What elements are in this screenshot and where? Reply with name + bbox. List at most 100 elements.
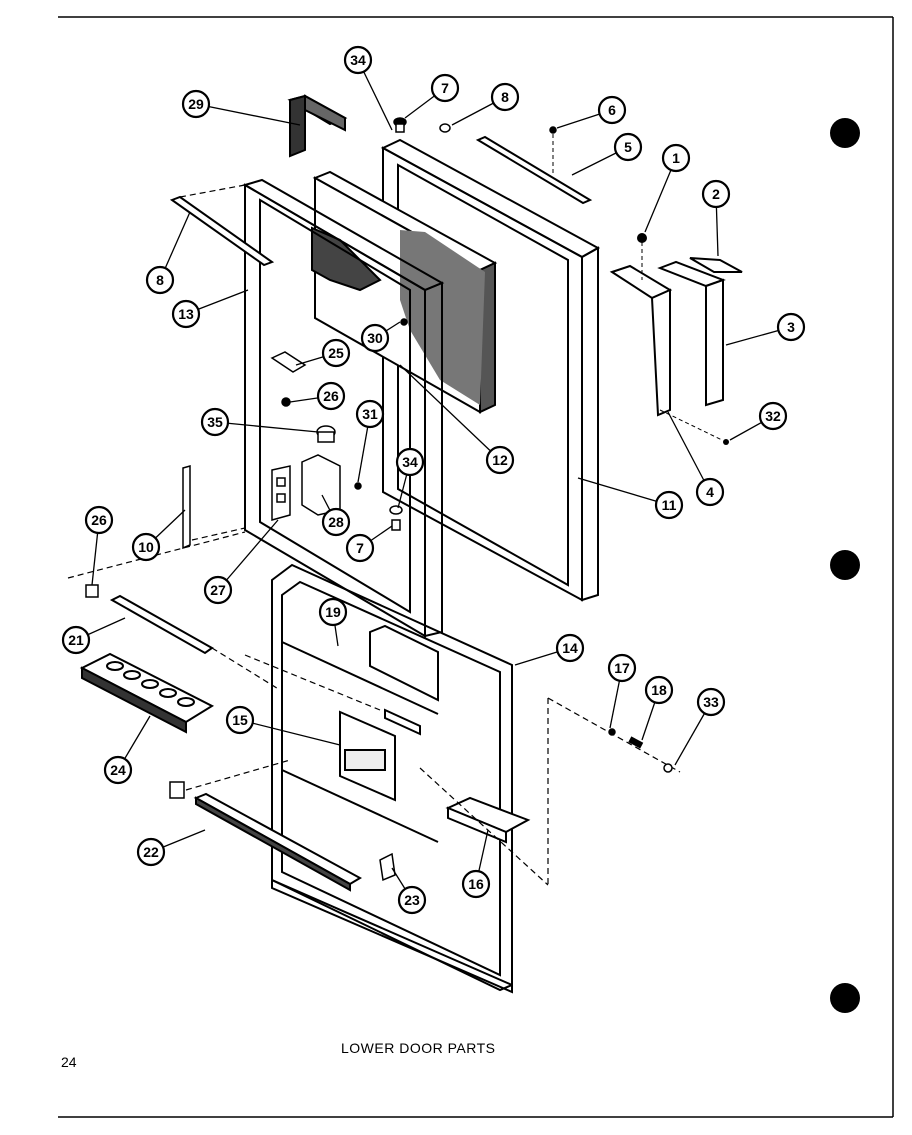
callout-c31: 31 [355, 399, 385, 483]
callout-c6: 6 [556, 95, 627, 129]
binder-hole-top [830, 118, 860, 148]
callout-c24: 24 [103, 715, 151, 785]
callout-c5: 5 [571, 132, 643, 176]
page-number: 24 [61, 1054, 77, 1070]
callout-circle [696, 687, 726, 717]
callout-c4: 4 [667, 411, 725, 507]
callout-number: 4 [706, 484, 714, 500]
part-plate-27 [271, 465, 291, 521]
callout-circle [613, 132, 643, 162]
callout-c23: 23 [391, 867, 427, 915]
callout-number: 24 [110, 762, 126, 778]
assembly-dashed-lines [185, 647, 681, 886]
callout-circle [597, 95, 627, 125]
callout-number: 23 [404, 892, 420, 908]
part-door-liner [271, 563, 513, 994]
part-outer-door-frame [380, 138, 601, 602]
callout-circle [661, 143, 691, 173]
callout-c25: 25 [295, 338, 351, 368]
callout-circle [654, 490, 684, 520]
callout-circle [695, 477, 725, 507]
callout-c26a: 26 [289, 381, 346, 411]
callout-number: 19 [325, 604, 341, 620]
callout-circle [430, 73, 460, 103]
callout-leader-line [195, 103, 301, 126]
callout-number: 16 [468, 876, 484, 892]
callout-circle [321, 507, 351, 537]
callout-number: 33 [703, 694, 719, 710]
callout-leader-line [239, 719, 341, 746]
callout-number: 11 [662, 497, 677, 513]
callout-c21: 21 [61, 617, 126, 655]
callout-leader-line [217, 519, 279, 591]
callout-c27: 27 [203, 519, 279, 605]
callout-circle [343, 45, 373, 75]
callout-circle [485, 445, 515, 475]
callout-circle [555, 633, 585, 663]
binder-hole-middle [830, 550, 860, 580]
part-hinge-assembly [609, 233, 743, 417]
callout-number: 18 [651, 682, 667, 698]
callout-c3: 3 [725, 312, 806, 346]
part-shelf-bucket [445, 796, 531, 844]
callout-c15: 15 [225, 705, 341, 746]
callout-number: 21 [68, 632, 84, 648]
callout-number: 26 [91, 512, 107, 528]
callout-circle [136, 837, 166, 867]
callout-number: 14 [562, 640, 578, 656]
callout-c34b: 34 [395, 447, 425, 509]
callout-c12: 12 [399, 364, 515, 475]
callout-c8b: 8 [145, 211, 191, 295]
part-insulation-block [311, 170, 498, 414]
callout-number: 6 [608, 102, 616, 118]
part-top-strip [169, 195, 275, 267]
diagram-caption: LOWER DOOR PARTS [341, 1040, 496, 1056]
callout-number: 15 [232, 712, 248, 728]
callout-circle [776, 312, 806, 342]
part-bottom-rail [193, 792, 363, 892]
callout-circle [321, 338, 351, 368]
callout-number: 28 [328, 514, 344, 530]
callout-c17: 17 [607, 653, 637, 729]
part-egg-tray [79, 652, 215, 734]
callout-c29a: 29 [181, 89, 301, 126]
part-top-screws [393, 117, 557, 134]
callout-number: 26 [323, 388, 339, 404]
callout-c16: 16 [461, 829, 491, 899]
callout-leader-line [667, 411, 711, 493]
callout-number: 8 [501, 89, 509, 105]
callout-circle [607, 653, 637, 683]
part-rail-21 [109, 594, 214, 655]
callout-c19: 19 [318, 597, 348, 647]
part-fasteners-17-18-33 [608, 728, 673, 773]
callout-circle [61, 625, 91, 655]
callout-number: 8 [156, 272, 164, 288]
callout-circle [318, 597, 348, 627]
callout-c32: 32 [729, 401, 788, 441]
callout-circle [316, 381, 346, 411]
callout-number: 27 [210, 582, 226, 598]
callout-circle [200, 407, 230, 437]
callout-number: 5 [624, 139, 632, 155]
callout-number: 25 [328, 345, 344, 361]
callout-number: 34 [402, 454, 418, 470]
callout-number: 30 [367, 330, 383, 346]
part-top-bracket [287, 94, 348, 158]
part-clip-26 [85, 584, 99, 598]
callout-number: 7 [356, 540, 364, 556]
callout-circle [84, 505, 114, 535]
callout-circle [355, 399, 385, 429]
callout-number: 32 [765, 408, 781, 424]
callout-c22: 22 [136, 829, 206, 867]
callout-circle [225, 705, 255, 735]
callout-c30: 30 [360, 321, 401, 353]
callout-number: 34 [350, 52, 366, 68]
callout-circle [397, 885, 427, 915]
callout-number: 17 [614, 660, 630, 676]
callout-c13: 13 [171, 289, 249, 329]
callout-c7a: 7 [404, 73, 460, 119]
part-small-hardware [270, 318, 408, 531]
callout-circle [181, 89, 211, 119]
part-top-trim-strip [475, 135, 593, 205]
